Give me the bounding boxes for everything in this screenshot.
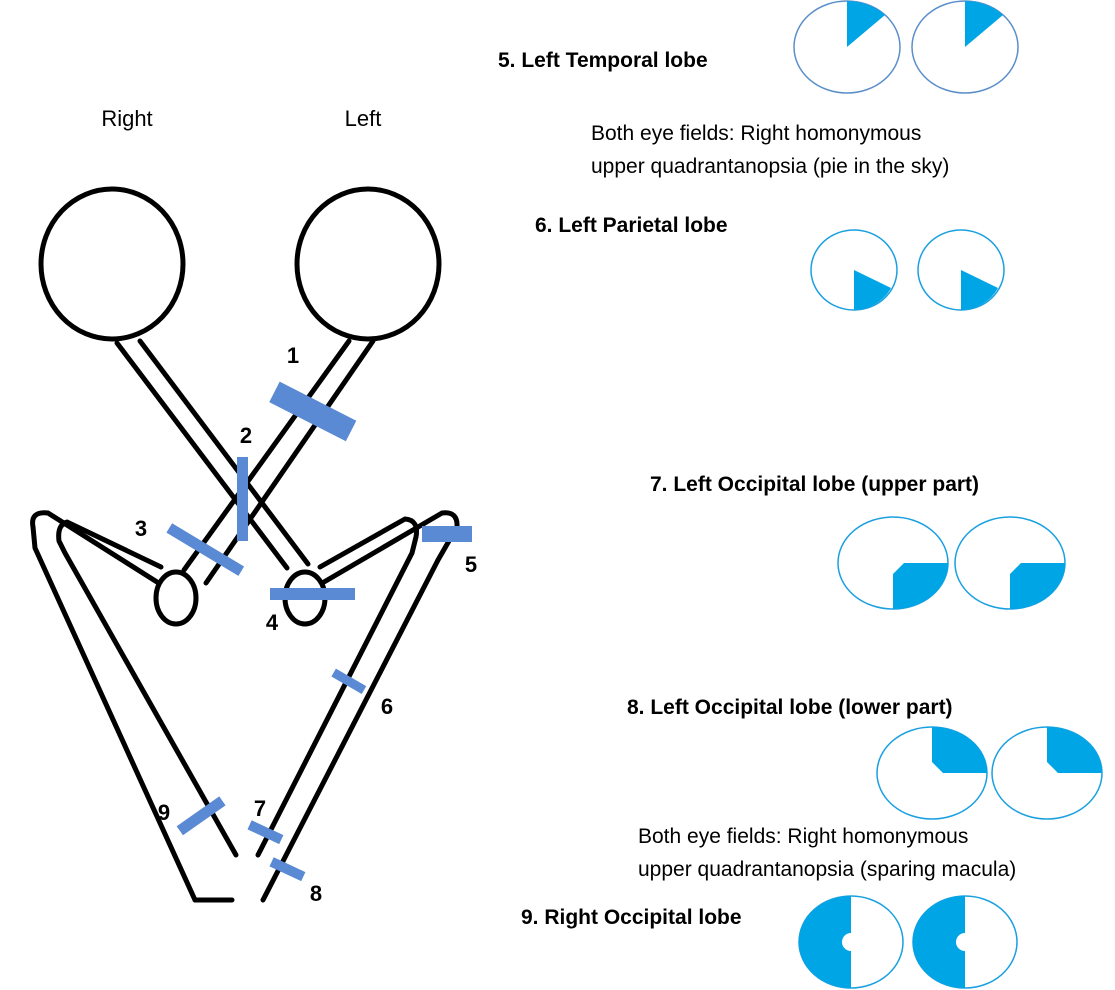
lesion-marker-2 [237,457,248,541]
visual-field-7-left-eye [837,516,949,610]
lesion-8-title: 8. Left Occipital lobe (lower part) [627,696,953,719]
visual-field-9-right-eye [912,895,1018,989]
lesion-marker-9 [176,796,226,836]
lesion-number-6: 6 [381,694,393,719]
lesion-number-2: 2 [240,423,252,448]
visual-field-8-right-eye [991,726,1103,820]
lesion-number-3: 3 [135,516,147,541]
visual-field-5-right-eye [911,0,1019,94]
occipital-note-line-2: upper quadrantanopsia (sparing macula) [638,858,1016,881]
lesion-6-title: 6. Left Parietal lobe [535,214,728,237]
visual-field-6-right-eye [917,229,1005,311]
lesion-5-title: 5. Left Temporal lobe [498,49,708,72]
lesion-number-9: 9 [158,800,170,825]
visual-field-6-left-eye [810,229,898,311]
visual-field-5-left-eye [793,0,901,94]
right-lgn [153,569,199,627]
temporal-note-line-1: Both eye fields: Right homonymous [591,122,921,145]
left-eye [294,186,442,342]
lesion-number-4: 4 [266,610,279,635]
lesion-marker-1 [269,381,357,442]
lesion-marker-5 [422,526,472,542]
lesion-7-title: 7. Left Occipital lobe (upper part) [650,473,979,496]
left-optic-radiation [255,510,460,903]
temporal-note-line-2: upper quadrantanopsia (pie in the sky) [591,155,949,178]
visual-field-9-left-eye [798,895,904,989]
lesion-marker-8 [269,857,306,882]
lesion-marker-7 [247,820,284,845]
right-optic-radiation [30,510,239,903]
left-side-label: Left [345,106,382,131]
optic-nerves [114,338,376,586]
lesion-marker-6 [331,668,367,694]
lesion-marker-3 [166,523,245,576]
visual-field-8-left-eye [876,726,988,820]
lesion-9-title: 9. Right Occipital lobe [521,906,742,929]
lesion-number-7: 7 [254,796,266,821]
lesion-number-8: 8 [310,881,322,906]
visual-field-7-right-eye [954,516,1066,610]
lesion-number-1: 1 [287,343,299,368]
lesion-marker-4 [270,588,355,600]
right-eye [38,186,186,342]
occipital-note-line-1: Both eye fields: Right homonymous [638,825,968,848]
lesion-number-5: 5 [465,552,477,577]
right-side-label: Right [101,106,152,131]
